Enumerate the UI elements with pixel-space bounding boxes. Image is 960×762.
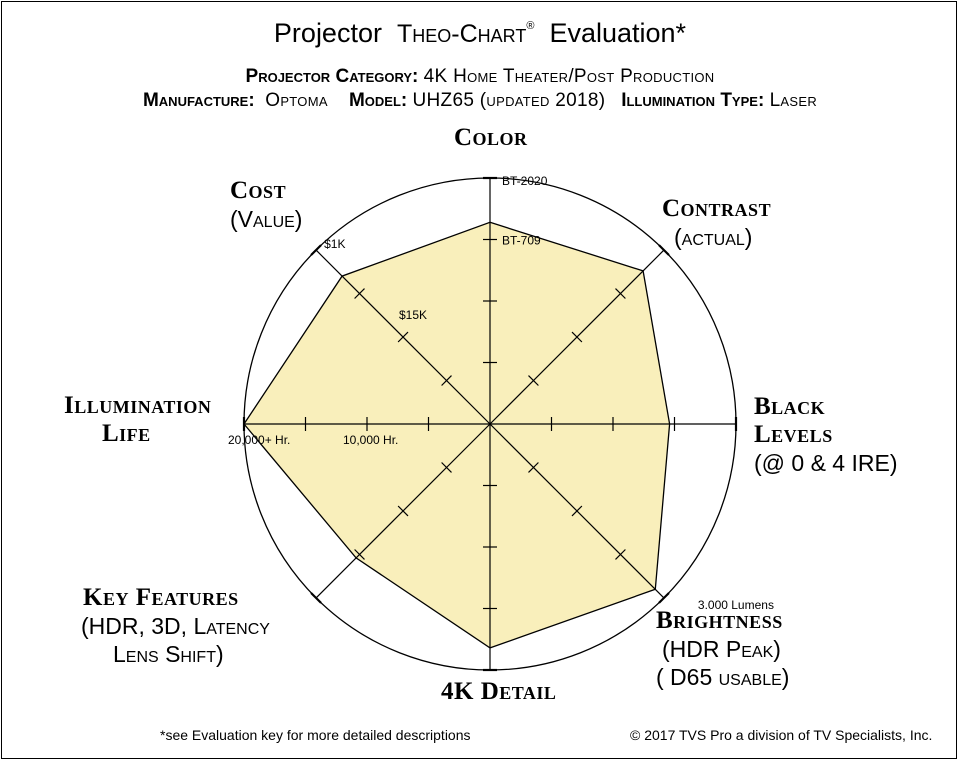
axis-label-color: Color	[454, 124, 528, 151]
axis-label-contrast: Contrast (actual)	[662, 195, 772, 250]
axis-label-black-levels: Black Levels (@ 0 & 4 IRE)	[754, 393, 898, 476]
title-brand: Theo-Chart	[396, 20, 527, 48]
category-value: 4K Home Theater/Post Production	[423, 66, 715, 87]
copyright: © 2017 TVS Pro a division of TV Speciali…	[630, 727, 933, 743]
tick-label-bt-2020: BT-2020	[502, 174, 548, 188]
axis-tick-key-features	[354, 549, 365, 560]
axis-label-4k-detail: 4K Detail	[441, 678, 557, 705]
axis-cap-brightness	[658, 592, 670, 604]
manufacturer-value: Optoma	[265, 90, 328, 111]
axis-tick-cost	[354, 288, 365, 299]
title-suffix: Evaluation*	[549, 18, 687, 48]
illumination-label: Illumination Type:	[621, 90, 765, 111]
axis-tick-cost	[397, 331, 409, 343]
tick-label-3-000-lumens: 3.000 Lumens	[698, 598, 774, 612]
tick-label-10-000-hr-: 10,000 Hr.	[343, 433, 398, 447]
chart-title: Projector Theo-Chart® Evaluation*	[0, 18, 960, 49]
axis-tick-contrast	[615, 288, 626, 299]
axis-tick-brightness	[528, 462, 539, 473]
data-polygon	[243, 221, 671, 649]
illumination-value: Laser	[769, 90, 818, 111]
category-line: Projector Category: 4K Home Theater/Post…	[0, 66, 960, 88]
axis-tick-contrast	[571, 331, 583, 343]
axis-tick-key-features	[397, 505, 409, 517]
registered-mark: ®	[526, 20, 535, 32]
axis-cap-cost	[310, 244, 322, 256]
axis-label-brightness: Brightness (HDR Peak) ( D65 usable)	[656, 607, 790, 690]
axis-tick-brightness	[571, 505, 583, 517]
model-line: Manufacture: Optoma Model: UHZ65 (update…	[0, 90, 960, 112]
tick-label-bt-709: BT-709	[502, 234, 541, 248]
tick-label--15k: $15K	[399, 308, 427, 322]
axis-tick-cost	[441, 375, 452, 386]
axis-cap-key-features	[310, 592, 322, 604]
footnote: *see Evaluation key for more detailed de…	[160, 727, 471, 743]
axis-cap-contrast	[658, 244, 670, 256]
axis-tick-key-features	[441, 462, 452, 473]
title-prefix: Projector	[273, 18, 382, 48]
tick-label-20-000-hr-: 20,000+ Hr.	[228, 433, 290, 447]
axis-tick-brightness	[615, 549, 626, 560]
axis-label-cost: Cost (Value)	[230, 177, 303, 232]
model-value: UHZ65 (updated 2018)	[412, 90, 606, 111]
tick-label--1k: $1K	[324, 237, 345, 251]
model-label: Model:	[348, 90, 408, 111]
axis-label-key-features: Key Features (HDR, 3D, Latency Lens Shif…	[81, 584, 270, 667]
category-label: Projector Category:	[245, 66, 419, 87]
axis-tick-contrast	[528, 375, 539, 386]
manufacturer-label: Manufacture:	[142, 90, 255, 111]
axis-label-illumination-life: Illumination Life	[64, 392, 212, 447]
